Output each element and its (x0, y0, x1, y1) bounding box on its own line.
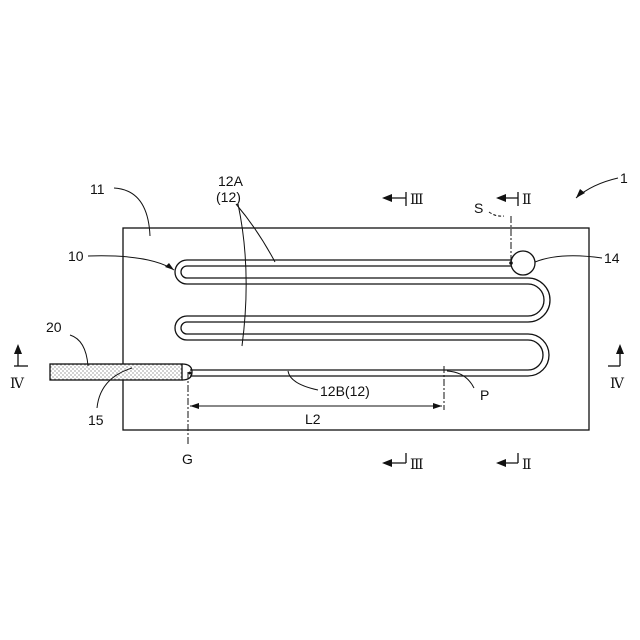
inlet-dot (189, 372, 192, 375)
label-section-ii-bottom: Ⅱ (522, 458, 532, 473)
label-channel-a-group: (12) (216, 189, 241, 205)
serpentine-channel-inner (181, 266, 550, 376)
section-arrow-iv-left (14, 344, 28, 366)
section-arrow-ii-bottom (496, 453, 518, 467)
label-section-iv-left: Ⅳ (10, 377, 25, 392)
point-s-dot (509, 261, 513, 265)
label-point-g: G (182, 451, 193, 467)
leader-11 (114, 188, 150, 236)
label-point-s: S (474, 200, 483, 216)
label-section-iv-right: Ⅳ (610, 377, 625, 392)
serpentine-channel-outer (175, 260, 544, 370)
section-arrow-iii-bottom (382, 453, 406, 467)
leader-s (489, 212, 504, 216)
leader-10 (88, 256, 174, 270)
section-arrow-ii-top (496, 192, 518, 206)
leader-20 (70, 335, 88, 366)
label-needle: 20 (46, 319, 62, 335)
label-point-p: P (480, 387, 489, 403)
leader-p (447, 371, 474, 388)
leader-1 (576, 178, 618, 198)
label-channel-start: 10 (68, 248, 84, 264)
label-section-ii-top: Ⅱ (522, 193, 532, 208)
leader-12a-2 (238, 204, 246, 346)
leader-12b (288, 371, 318, 390)
section-arrow-iv-right (608, 344, 624, 366)
label-substrate: 11 (90, 181, 105, 197)
label-channel-b: 12B(12) (320, 383, 370, 399)
section-arrow-iii-top (382, 192, 406, 206)
label-port: 14 (604, 250, 620, 266)
arrow-1 (576, 189, 585, 198)
substrate-plate (123, 228, 589, 430)
dim-arrow-left (190, 403, 199, 409)
leader-12a-1 (236, 204, 275, 262)
label-length: L2 (305, 411, 321, 427)
needle-body (50, 364, 182, 380)
label-inlet: 15 (88, 412, 104, 428)
label-channel-a: 12A (218, 173, 244, 189)
arrow-10 (165, 263, 174, 270)
port-circle (511, 251, 535, 275)
label-section-iii-bottom: Ⅲ (410, 458, 424, 473)
dim-arrow-right (433, 403, 442, 409)
leader-14 (535, 256, 602, 262)
label-device: 1 (620, 170, 628, 186)
label-section-iii-top: Ⅲ (410, 193, 424, 208)
